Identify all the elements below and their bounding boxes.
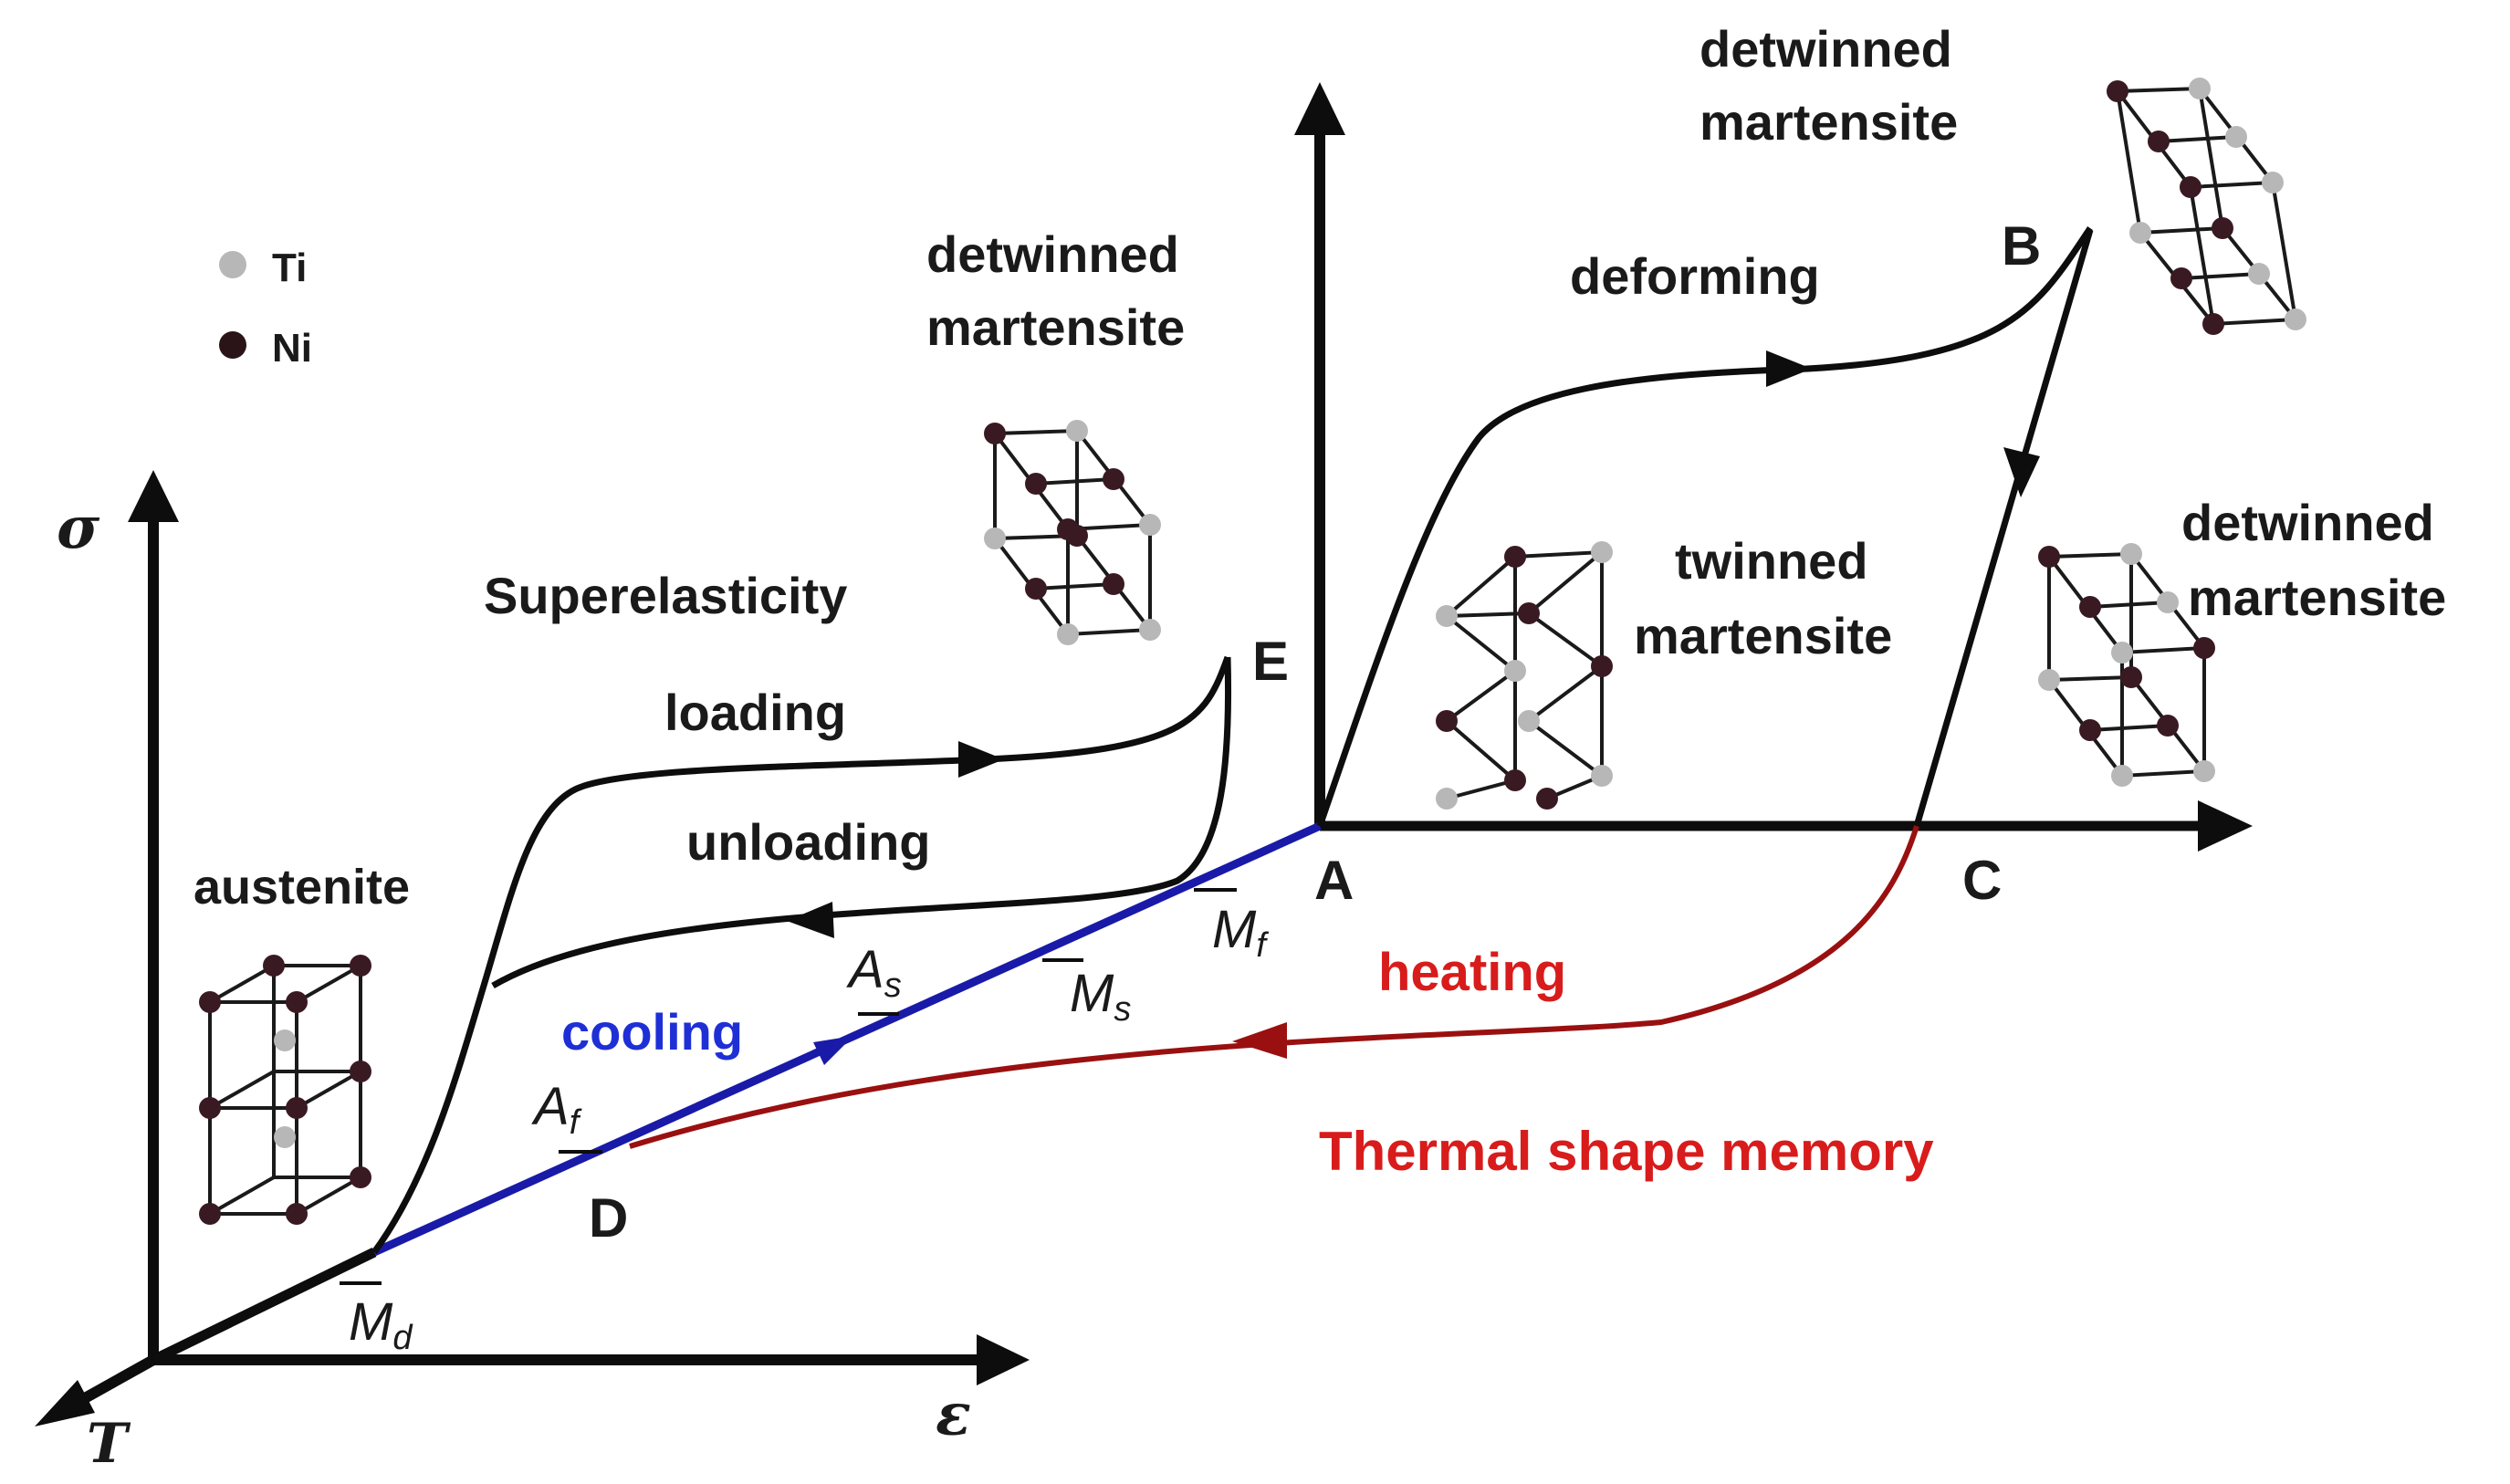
back-axes [1294, 82, 2253, 852]
ni-legend-dot [219, 331, 246, 359]
austenite-lattice [199, 955, 371, 1225]
superelasticity-label: Superelasticity [484, 567, 847, 624]
front-temperature-label: T [87, 1412, 131, 1476]
front-temperature-arrowhead [35, 1380, 95, 1427]
twinned-label-line2: martensite [1634, 607, 1892, 664]
heating-arrowhead [1232, 1022, 1287, 1059]
point-d-label: D [589, 1187, 628, 1249]
cooling-path [372, 821, 1322, 1257]
heating-label: heating [1378, 943, 1566, 1002]
af-label: Af [531, 1077, 582, 1142]
b-c-arrowhead [2003, 447, 2040, 497]
point-e-label: E [1252, 631, 1289, 692]
shape-memory-loop [1316, 226, 2094, 828]
md-label: Md [349, 1292, 413, 1357]
front-axes [35, 470, 1030, 1427]
back-stress-arrowhead [1294, 82, 1345, 135]
cooling-label: cooling [561, 1003, 743, 1061]
ms-label: Ms [1070, 964, 1131, 1029]
loading-label: loading [664, 684, 846, 741]
front-strain-arrowhead [977, 1334, 1030, 1385]
loading-arrowhead [958, 741, 1004, 778]
heating-curve [629, 825, 1919, 1149]
detwinned-lattice-b [2107, 78, 2306, 335]
front-stress-label: σ [57, 494, 100, 562]
front-stress-arrowhead [128, 470, 179, 522]
heating-path [629, 825, 1919, 1149]
detwinned-b-label-line1: detwinned [1699, 20, 1952, 78]
twinned-lattice [1436, 541, 1613, 810]
back-strain-arrowhead [2198, 800, 2253, 852]
twinned-label-line1: twinned [1675, 532, 1868, 590]
thermal-shape-memory-label: Thermal shape memory [1319, 1121, 1934, 1182]
as-label: As [846, 940, 902, 1005]
unloading-arrowhead [787, 902, 834, 938]
temperature-ticks [340, 888, 1237, 1285]
deforming-curve [1316, 226, 2093, 828]
detwinned-e-label-line2: martensite [926, 298, 1185, 356]
ni-legend-label: Ni [272, 326, 312, 371]
detwinned-c-label-line1: detwinned [2181, 494, 2434, 551]
front-strain-label: ε [936, 1381, 971, 1449]
austenite-label: austenite [193, 860, 410, 914]
mf-label: Mf [1212, 900, 1269, 965]
unloading-b-c-line [1913, 229, 2094, 827]
loading-curve [371, 655, 1231, 1255]
cooling-arrowhead [813, 1036, 853, 1065]
point-c-label: C [1962, 850, 2002, 911]
deforming-label: deforming [1570, 247, 1820, 305]
point-a-label: A [1314, 850, 1354, 911]
detwinned-b-label-line2: martensite [1699, 93, 1958, 151]
ti-legend-dot [219, 251, 246, 278]
deforming-arrowhead [1766, 350, 1812, 387]
point-b-label: B [2002, 215, 2041, 277]
temperature-line-md [151, 1248, 377, 1364]
unloading-label: unloading [686, 813, 931, 871]
ti-legend-label: Ti [272, 246, 307, 290]
unloading-curve [491, 656, 1232, 989]
detwinned-lattice-e [984, 420, 1161, 645]
legend: Ti Ni [219, 246, 312, 371]
detwinned-e-label-line1: detwinned [926, 225, 1179, 283]
superelastic-loop [371, 655, 1232, 1255]
detwinned-c-label-line2: martensite [2188, 569, 2446, 626]
detwinned-lattice-c [2038, 543, 2215, 787]
